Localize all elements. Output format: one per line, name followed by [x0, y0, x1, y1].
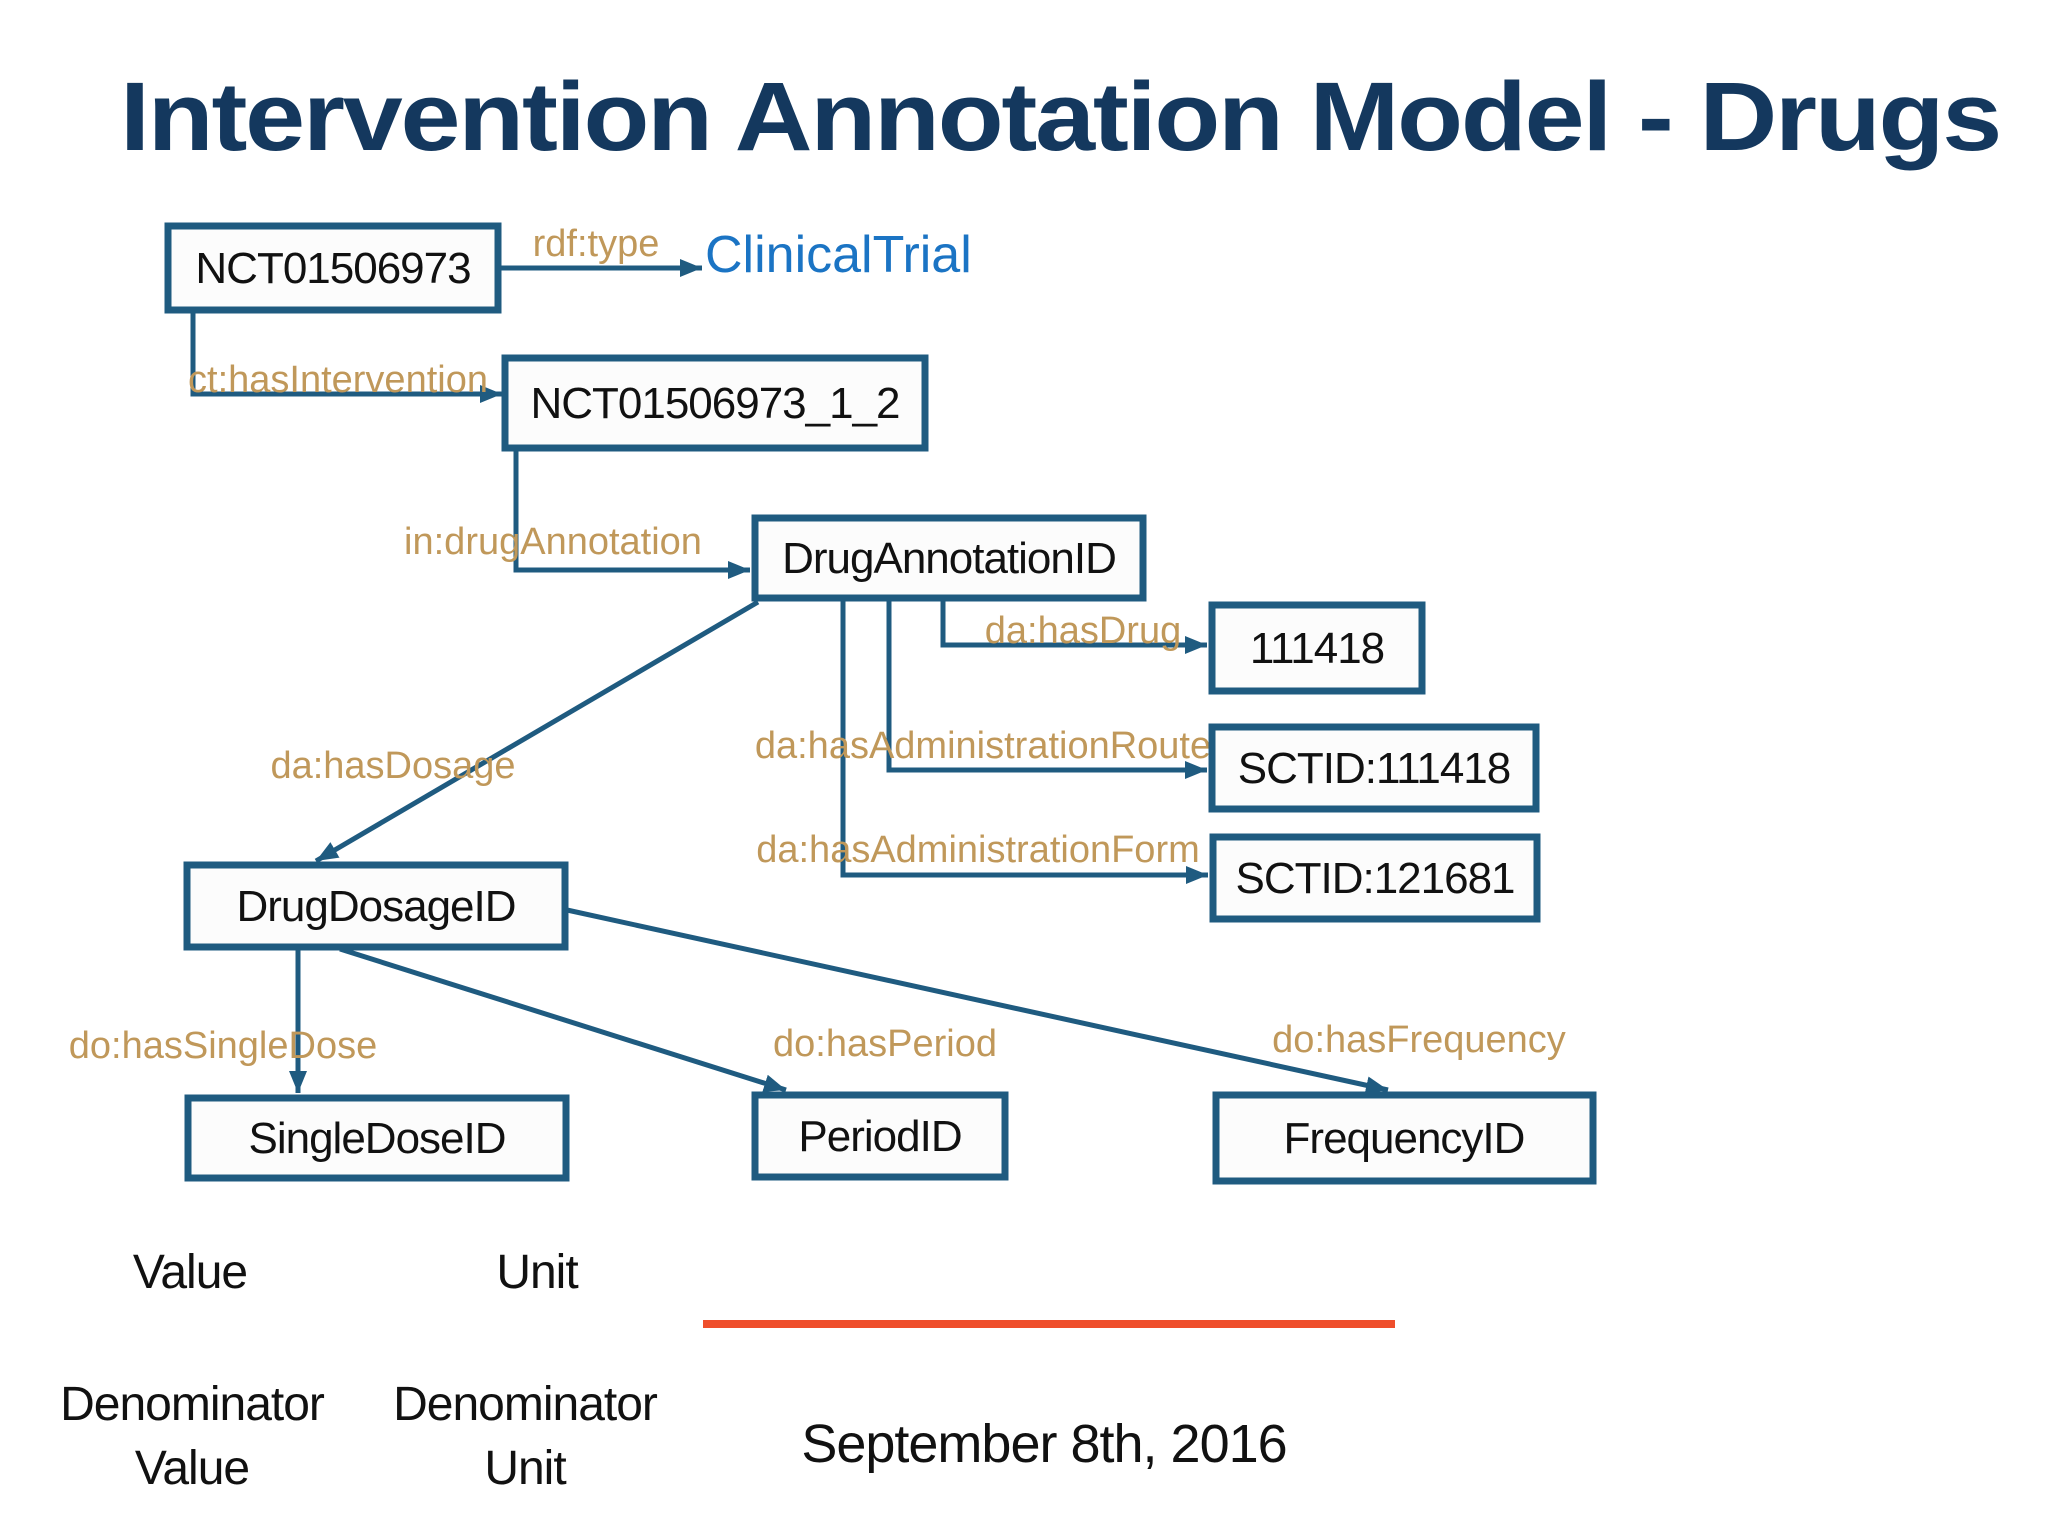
edge-drug-annotation — [513, 450, 750, 579]
edge-label-has-period: do:hasPeriod — [773, 1023, 997, 1065]
slide-date: September 8th, 2016 — [801, 1414, 1286, 1474]
edge-label-has-frequency: do:hasFrequency — [1272, 1019, 1566, 1061]
node-box-dosage — [183, 861, 569, 951]
footer-denominator-unit-line1: Denominator — [393, 1378, 658, 1431]
edge-has-period — [339, 946, 787, 1093]
edge-has-frequency — [566, 907, 1389, 1095]
node-box-frequency — [1212, 1091, 1597, 1185]
node-box-route — [1208, 723, 1540, 813]
node-label-form: SCTID:121681 — [1235, 854, 1514, 903]
node-label-route: SCTID:111418 — [1238, 744, 1511, 793]
footer-value-label: Value — [133, 1246, 247, 1299]
node-label-drug-annotation: DrugAnnotationID — [782, 534, 1116, 583]
node-box-trial — [164, 222, 502, 314]
node-label-intervention: NCT01506973_1_2 — [530, 379, 899, 428]
node-label-frequency: FrequencyID — [1284, 1114, 1525, 1163]
node-label-period: PeriodID — [798, 1112, 961, 1161]
edge-label-rdf-type: rdf:type — [533, 223, 660, 265]
edge-label-has-drug: da:hasDrug — [985, 610, 1181, 652]
edge-label-has-dosage: da:hasDosage — [270, 745, 515, 787]
edge-has-administration-route — [886, 600, 1207, 779]
edge-label-has-single-dose: do:hasSingleDose — [69, 1025, 377, 1067]
edge-label-has-administration-route: da:hasAdministrationRoute — [755, 725, 1211, 767]
footer-denominator-unit-line2: Unit — [484, 1442, 566, 1495]
node-label-trial: NCT01506973 — [195, 244, 470, 293]
footer-unit-label: Unit — [496, 1246, 578, 1299]
node-label-drug: 111418 — [1250, 624, 1384, 673]
edge-label-drug-annotation: in:drugAnnotation — [404, 521, 702, 563]
node-box-single-dose — [184, 1094, 570, 1182]
edge-has-drug — [940, 600, 1207, 654]
node-box-form — [1209, 833, 1541, 923]
slide-title: Intervention Annotation Model - Drugs — [120, 62, 2000, 171]
node-label-single-dose: SingleDoseID — [248, 1114, 505, 1163]
node-box-intervention — [501, 354, 929, 452]
node-box-period — [751, 1091, 1009, 1181]
clinical-trial-literal: ClinicalTrial — [705, 226, 972, 284]
footer-denominator-value-line1: Denominator — [60, 1378, 325, 1431]
node-box-drug — [1208, 601, 1426, 695]
node-box-drug-annotation — [751, 514, 1147, 602]
edge-label-has-administration-form: da:hasAdministrationForm — [756, 829, 1200, 871]
node-label-dosage: DrugDosageID — [236, 882, 515, 931]
edge-has-intervention — [190, 312, 502, 403]
edge-label-has-intervention: ct:hasIntervention — [188, 359, 488, 401]
edge-has-dosage — [314, 599, 760, 864]
edge-has-administration-form — [840, 600, 1208, 884]
footer-denominator-value-line2: Value — [135, 1442, 249, 1495]
